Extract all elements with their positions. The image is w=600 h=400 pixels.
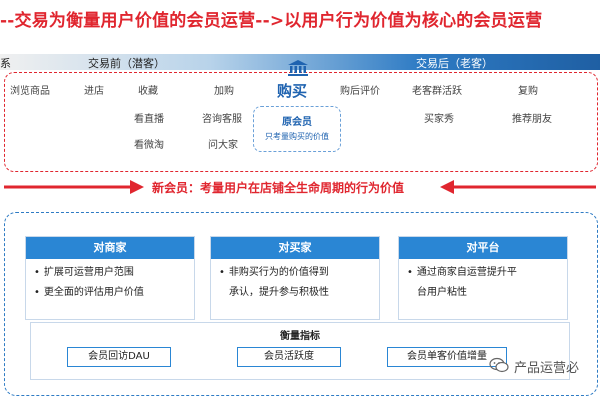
- original-member-box: 原会员 只考量购买的价值: [253, 106, 341, 152]
- behavior-favorite: 收藏: [138, 86, 158, 97]
- purchase-label: 购买: [277, 82, 308, 100]
- watermark-text: 产品运营必: [514, 361, 580, 376]
- card-buyer-bullet-2: 承认，提升参与积极性: [229, 287, 329, 298]
- right-arrow: [440, 180, 596, 194]
- card-platform: 对平台 •通过商家自运营提升平 台用户粘性: [398, 236, 568, 320]
- metrics-title: 衡量指标: [280, 331, 320, 342]
- card-merchant-bullet-2: •更全面的评估用户价值: [34, 287, 144, 298]
- behavior-buyer-show: 买家秀: [424, 114, 454, 125]
- stage-bar-left-fragment: 系: [0, 57, 11, 70]
- value-box: [4, 212, 598, 396]
- original-member-desc: 只考量购买的价值: [265, 132, 329, 141]
- bank-icon: [288, 60, 308, 76]
- behavior-community: 老客群活跃: [412, 86, 462, 97]
- behavior-browse: 浏览商品: [10, 86, 50, 97]
- card-merchant-bullet-1: •扩展可运营用户范围: [34, 267, 134, 278]
- card-platform-bullet-1: •通过商家自运营提升平: [407, 267, 517, 278]
- metric-value-increment: 会员单客价值增量: [387, 347, 507, 367]
- behavior-watch-live: 看直播: [134, 114, 164, 125]
- pre-transaction-label: 交易前（潜客）: [88, 57, 165, 70]
- metrics-panel: 衡量指标 会员回访DAU 会员活跃度 会员单客价值增量: [30, 322, 570, 380]
- behavior-consult: 咨询客服: [202, 114, 242, 125]
- card-merchant: 对商家 •扩展可运营用户范围 •更全面的评估用户价值: [25, 236, 195, 320]
- post-transaction-label: 交易后（老客）: [416, 57, 493, 70]
- card-buyer-title: 对买家: [211, 237, 379, 259]
- card-platform-bullet-2: 台用户粘性: [417, 287, 467, 298]
- card-merchant-title: 对商家: [26, 237, 194, 259]
- new-member-statement: 新会员：考量用户在店铺全生命周期的行为价值: [152, 181, 405, 195]
- metric-dau: 会员回访DAU: [67, 347, 171, 367]
- card-buyer: 对买家 •非购买行为的价值得到 承认，提升参与积极性: [210, 236, 380, 320]
- behavior-repurchase: 复购: [518, 86, 538, 97]
- card-buyer-bullet-1: •非购买行为的价值得到: [219, 267, 329, 278]
- metric-activity: 会员活跃度: [237, 347, 341, 367]
- behavior-add-cart: 加购: [214, 86, 234, 97]
- left-arrow: [4, 180, 144, 194]
- behavior-review: 购后评价: [340, 86, 380, 97]
- behavior-watch-microtao: 看微淘: [134, 140, 164, 151]
- behavior-recommend: 推荐朋友: [512, 114, 552, 125]
- wechat-icon: [489, 357, 509, 373]
- behavior-ask-everyone: 问大家: [208, 140, 238, 151]
- original-member-title: 原会员: [282, 117, 312, 128]
- card-platform-title: 对平台: [399, 237, 567, 259]
- behavior-enter-store: 进店: [84, 86, 104, 97]
- page-title: --交易为衡量用户价值的会员运营-->以用户行为价值为核心的会员运营: [0, 11, 543, 31]
